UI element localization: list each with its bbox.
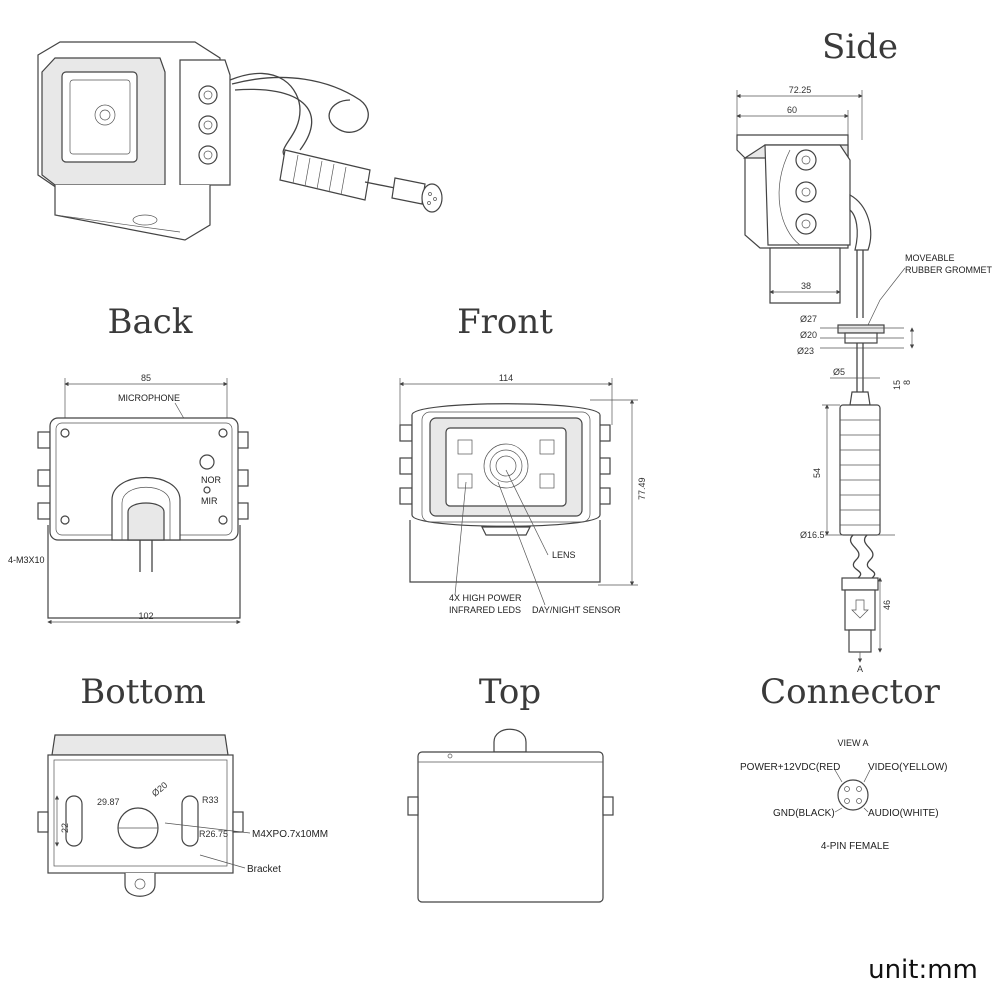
side-dim-8: 8 [902,380,912,385]
front-view: Front 114 77.49 LENS 4X HIGH POWER INFRA [399,302,647,615]
side-dim-60: 60 [787,105,797,115]
bottom-r26-75: R26.75 [199,829,228,839]
unit-label: unit:mm [868,955,978,985]
pin-gnd-label: GND(BLACK) [773,808,835,819]
bottom-screw-label: M4XPO.7x10MM [252,829,328,840]
view-a-label: VIEW A [837,738,868,748]
leds-label-1: 4X HIGH POWER [449,593,522,603]
side-dim-46: 46 [882,600,892,610]
side-title: Side [822,27,898,67]
lens-label: LENS [552,550,576,560]
front-dim-114: 114 [499,373,513,383]
top-title: Top [479,672,541,712]
connector-title: Connector [760,672,941,712]
pin-power-label: POWER+12VDC(RED [740,762,840,773]
back-screw-label: 4-M3X10 [8,555,45,565]
switch-nor-label: NOR [201,475,222,485]
sensor-label: DAY/NIGHT SENSOR [532,605,621,615]
side-dim-72-25: 72.25 [789,85,812,95]
side-dim-15: 15 [892,380,902,390]
switch-mir-label: MIR [201,496,218,506]
side-dim-54: 54 [812,468,822,478]
grommet-label-1: MOVEABLE [905,253,955,263]
side-dim-27: Ø27 [800,314,817,324]
leds-label-2: INFRARED LEDS [449,605,521,615]
back-view: Back 85 MICROPHONE NOR MIR 4-M3X10 102 [8,302,249,625]
view-a-marker: A [857,664,863,674]
top-view: Top [407,672,614,903]
bottom-r33: R33 [202,795,219,805]
pin-video-label: VIDEO(YELLOW) [868,762,947,773]
side-dim-23: Ø23 [797,346,814,356]
isometric-view [37,41,443,241]
pin-audio-label: AUDIO(WHITE) [868,808,939,819]
bracket-label: Bracket [247,864,281,875]
microphone-label: MICROPHONE [118,393,180,403]
side-dim-16-5: Ø16.5 [800,530,825,540]
back-dim-102: 102 [138,611,153,621]
bottom-title: Bottom [80,672,206,712]
connector-view: Connector VIEW A POWER+12VDC(RED VIDEO(Y… [740,672,947,852]
connector-type-label: 4-PIN FEMALE [821,841,890,852]
side-view: Side 72.25 60 38 MOVEABLE RUBBER GROMMET… [736,27,993,674]
front-title: Front [457,302,553,342]
side-dim-5: Ø5 [833,367,845,377]
bottom-dim-22: 22 [60,823,70,833]
side-dim-38: 38 [801,281,811,291]
back-dim-85: 85 [141,373,151,383]
bottom-view: Bottom 22 29.87 Ø20 R33 R26.75 M4XPO.7x1… [37,672,328,897]
grommet-label-2: RUBBER GROMMET [905,265,993,275]
side-dim-20: Ø20 [800,330,817,340]
back-title: Back [108,302,193,342]
bottom-dim-29-87: 29.87 [97,797,120,807]
front-dim-77-49: 77.49 [637,477,647,500]
